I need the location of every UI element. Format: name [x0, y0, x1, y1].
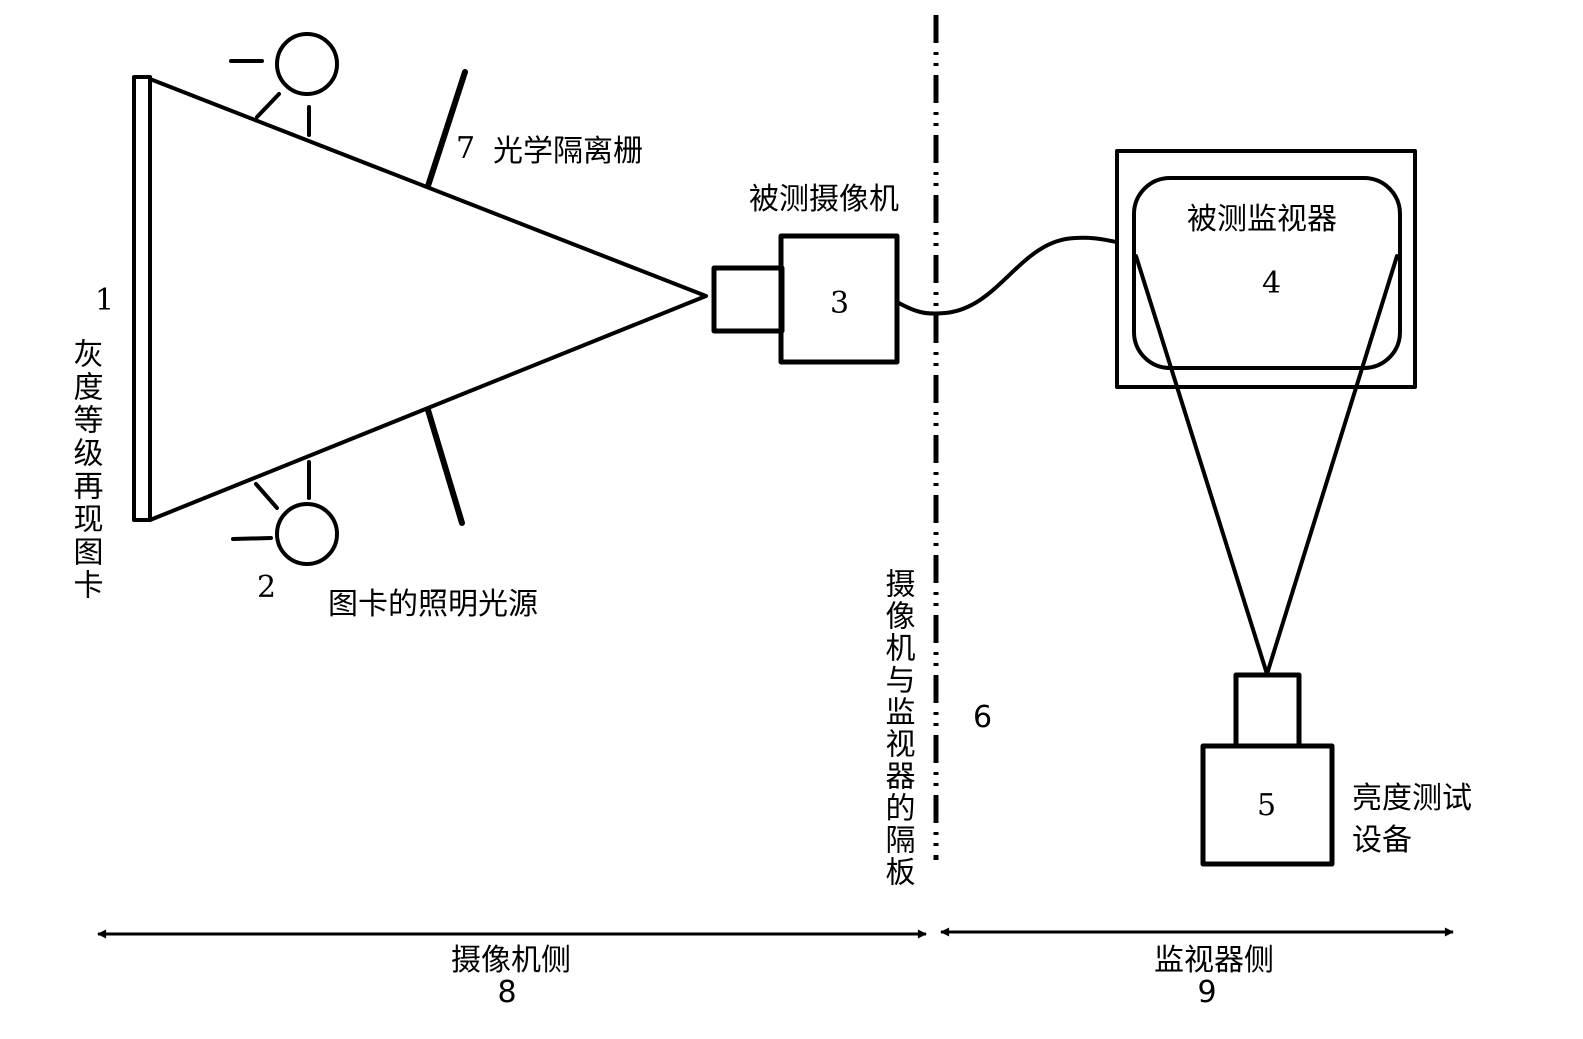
- camera-number: 3: [830, 286, 849, 321]
- camera-side-label: 摄像机侧: [451, 943, 571, 978]
- monitor-side-number: 9: [1197, 975, 1216, 1010]
- optical-barrier-number: 7: [456, 131, 475, 166]
- optical-barrier-label: 光学隔离栅: [493, 134, 643, 169]
- monitor-number: 4: [1262, 266, 1281, 301]
- camera-icon: [711, 233, 900, 365]
- luminance-tester-icon: [1200, 672, 1335, 867]
- monitor-label: 被测监视器: [1187, 202, 1337, 237]
- video-cable: [895, 235, 1119, 316]
- luminance-tester-label-line1: 亮度测试: [1352, 781, 1472, 816]
- partition-label: 摄像机与监视器的隔板: [880, 568, 916, 888]
- optical-barrier-icon: [425, 69, 468, 526]
- luminance-tester-label-line2: 设备: [1352, 823, 1412, 858]
- lamp-bottom-icon: [231, 460, 339, 566]
- partition-number: 6: [973, 700, 992, 735]
- lamp-top-icon: [229, 32, 339, 137]
- grayscale-chart-label: 灰度等级再现图卡: [68, 338, 104, 602]
- illumination-source-number: 2: [257, 570, 276, 605]
- illumination-source-label: 图卡的照明光源: [328, 587, 538, 622]
- grayscale-chart-board: [132, 75, 152, 522]
- view-cone: [148, 77, 708, 522]
- monitor-icon: [1115, 149, 1417, 389]
- camera-side-number: 8: [497, 975, 516, 1010]
- luminance-tester-number: 5: [1257, 788, 1276, 823]
- camera-label: 被测摄像机: [749, 182, 899, 217]
- grayscale-chart-number: 1: [95, 283, 114, 318]
- monitor-side-label: 监视器侧: [1154, 943, 1274, 978]
- measurement-cone: [1134, 254, 1399, 676]
